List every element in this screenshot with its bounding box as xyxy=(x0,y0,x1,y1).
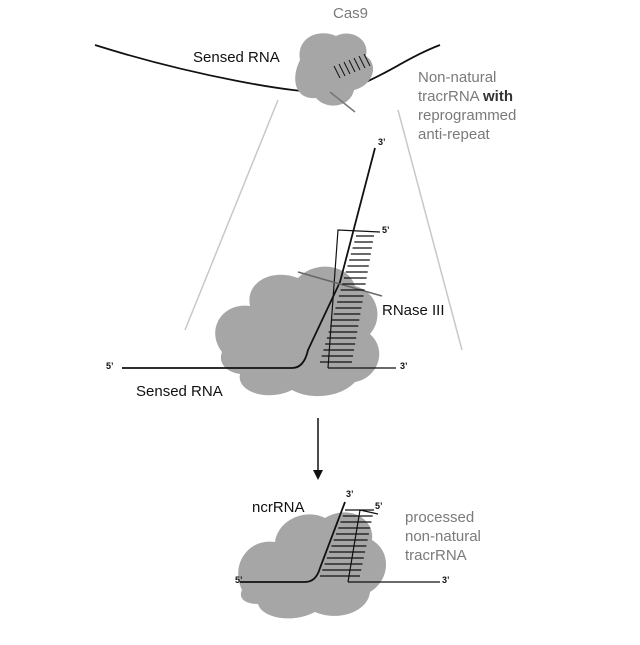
cas9-label: Cas9 xyxy=(333,6,368,21)
top-note: Non-natural tracrRNA with reprogrammed a… xyxy=(418,68,516,144)
top-note-line1: Non-natural xyxy=(418,68,516,87)
top-note-line3: reprogrammed xyxy=(418,106,516,125)
bottom-note: processed non-natural tracrRNA xyxy=(405,508,481,565)
rnase-label: RNase III xyxy=(382,303,445,318)
cas9-large-blob xyxy=(215,267,379,396)
bottom-five-prime-left: 5’ xyxy=(235,576,243,585)
bottom-note-line3: tracrRNA xyxy=(405,546,481,565)
bottom-three-prime-top: 3’ xyxy=(346,490,354,499)
top-note-line4: anti-repeat xyxy=(418,125,516,144)
mid-five-prime-left: 5’ xyxy=(106,362,114,371)
ncrna-label: ncrRNA xyxy=(252,500,305,515)
mid-three-prime-right: 3’ xyxy=(400,362,408,371)
top-note-line2: tracrRNA with xyxy=(418,87,516,106)
sensed-rna-top-label: Sensed RNA xyxy=(193,50,280,65)
mid-five-prime: 5’ xyxy=(382,226,390,235)
process-arrow-head xyxy=(313,470,323,480)
bottom-note-line2: non-natural xyxy=(405,527,481,546)
bottom-note-line1: processed xyxy=(405,508,481,527)
top-note-line2-bold: with xyxy=(483,88,513,105)
bottom-five-prime-top: 5’ xyxy=(375,502,383,511)
mid-three-prime-top: 3’ xyxy=(378,138,386,147)
bottom-three-prime-right: 3’ xyxy=(442,576,450,585)
sensed-rna-mid-label: Sensed RNA xyxy=(136,384,223,399)
top-note-line2-plain: tracrRNA xyxy=(418,88,483,105)
